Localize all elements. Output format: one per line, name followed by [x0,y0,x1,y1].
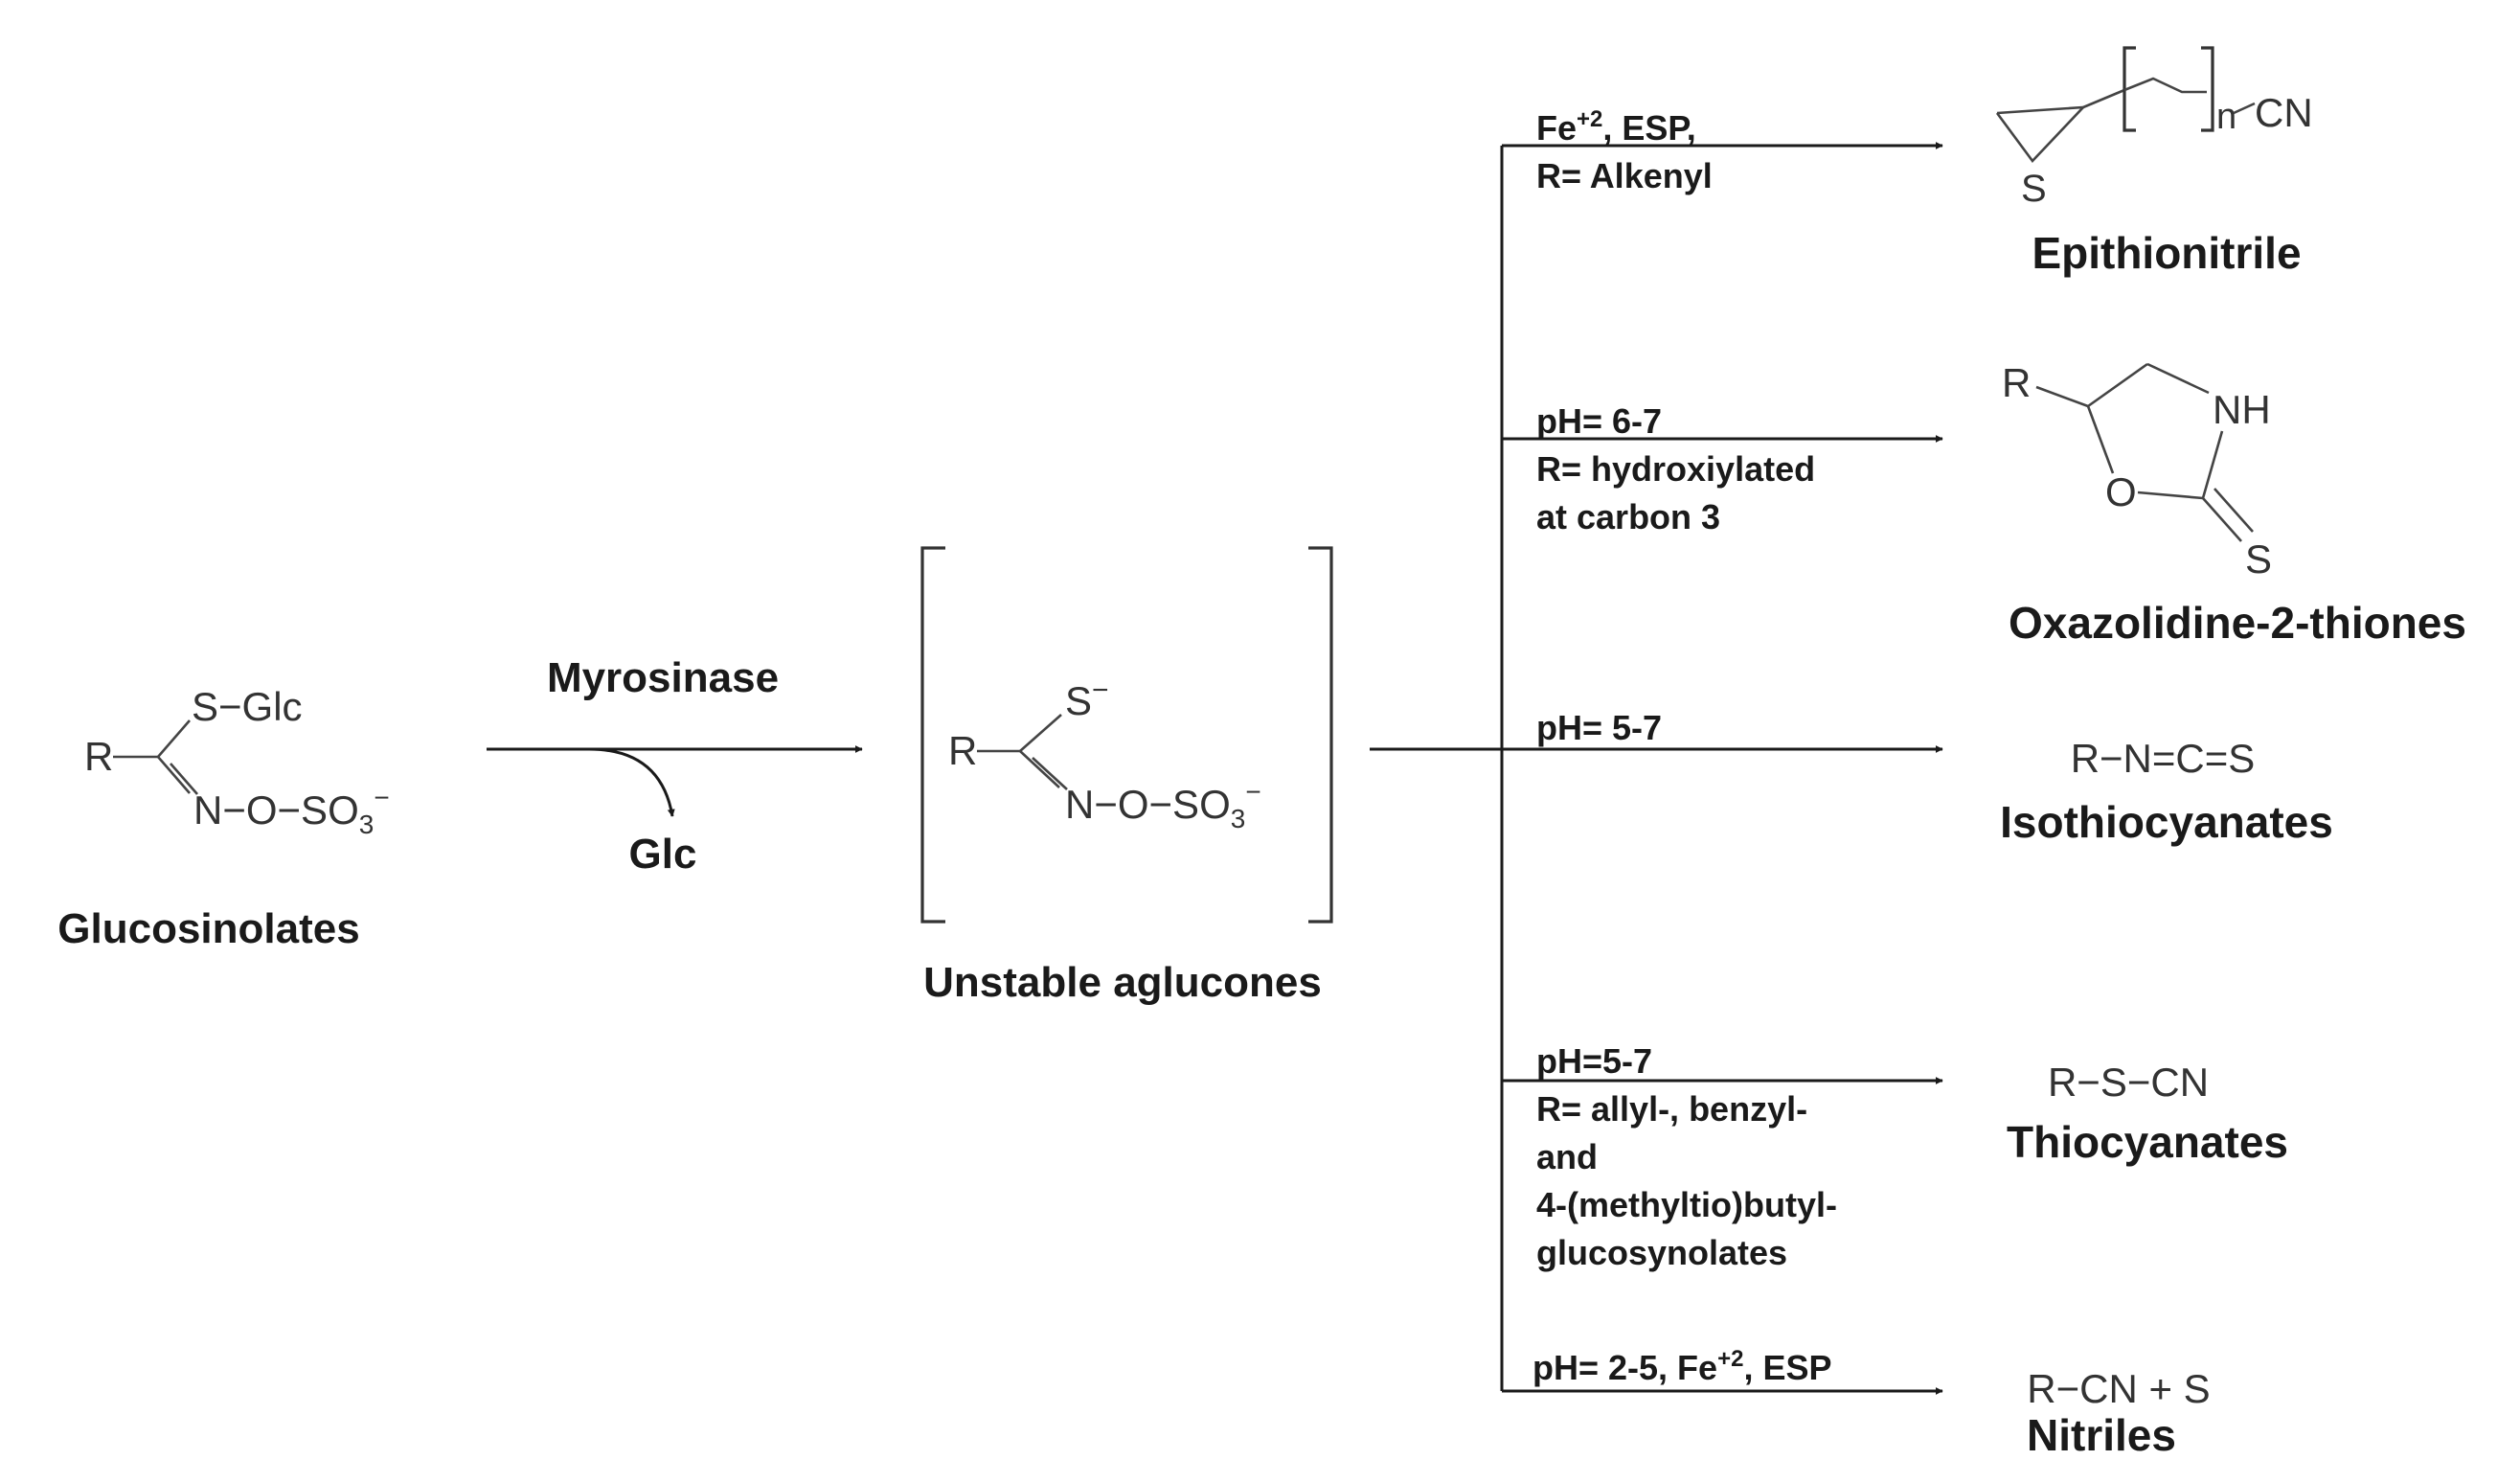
ring-bond [2086,405,2115,474]
conditions-oxazolidine: pH= 6-7 R= hydroxiylated at carbon 3 [1536,401,1815,536]
condition-line: pH= 2-5, Fe+2, ESP [1532,1346,1831,1387]
epithionitrile-structure: S n CN [1995,46,2313,210]
oxazolidine-structure: R NH O S [2002,360,2272,582]
condition-line: R= Alkenyl [1536,156,1713,195]
nitrile-group: CN [2255,90,2313,135]
glucosinolate-s-glc: S−Glc [192,684,303,729]
condition-line: Fe+2, ESP, [1536,106,1696,148]
left-bracket [920,546,945,924]
oxazolidine-o-atom: O [2105,469,2137,514]
thione-bond [2202,497,2242,542]
condition-line: pH= 6-7 [1536,401,1662,441]
product-label-epithionitrile: Epithionitrile [2032,228,2301,278]
condition-line: at carbon 3 [1536,497,1720,536]
aglucone-thiolate: S− [1065,674,1109,723]
right-bracket [1308,546,1333,924]
myrosinase-label: Myrosinase [547,654,779,701]
glucosinolate-r-atom: R [84,734,113,779]
glc-label: Glc [629,831,697,878]
bond [157,756,191,794]
bond [157,719,191,758]
bond [2233,102,2256,115]
conditions-thiocyanates: pH=5-7 R= allyl-, benzyl- and 4-(methylt… [1536,1041,1837,1272]
bond [2082,88,2125,109]
thione-bond [2214,488,2254,533]
product-label-thiocyanates: Thiocyanates [2007,1117,2288,1167]
product-label-oxazolidine: Oxazolidine-2-thiones [2009,598,2466,648]
ring-bond [2201,430,2224,499]
oxazolidine-s-atom: S [2245,536,2272,582]
bond [1019,714,1062,752]
oxazolidine-r-atom: R [2002,360,2031,405]
bond [170,763,198,795]
condition-line: 4-(methyltio)butyl- [1536,1185,1837,1224]
repeat-subscript: n [2216,97,2236,137]
conditions-isothiocyanates: pH= 5-7 [1536,708,1662,747]
isothiocyanate-formula: R−N=C=S [2071,736,2256,781]
repeat-chain [2123,77,2207,94]
conditions-nitriles: pH= 2-5, Fe+2, ESP [1532,1346,1831,1387]
thiirane-ring [1995,105,2087,164]
repeat-bracket-right [2201,46,2214,132]
bond [1032,757,1068,790]
product-label-nitriles: Nitriles [2027,1410,2176,1460]
condition-line: glucosynolates [1536,1233,1787,1272]
glucosinolate-sulfate: N−O−SO3− [193,783,390,839]
condition-line: R= allyl-, benzyl- [1536,1089,1807,1129]
aglucone-r-atom: R [948,728,977,773]
condition-line: and [1536,1137,1598,1176]
glc-release-arrow [588,747,675,817]
aglucone-structure: R S− N−O−SO3− [948,674,1261,833]
product-label-isothiocyanates: Isothiocyanates [2000,797,2333,847]
glucosinolates-label: Glucosinolates [57,905,359,952]
ring-bond [2137,491,2204,500]
ring-bond [2146,362,2210,395]
conditions-epithionitrile: Fe+2, ESP, R= Alkenyl [1536,106,1713,195]
bond [2035,385,2089,408]
oxazolidine-nh: NH [2213,387,2271,432]
condition-line: R= hydroxiylated [1536,449,1815,489]
glucosinolate-structure: R S−Glc N−O−SO3− [84,684,390,839]
aglucone-sulfate: N−O−SO3− [1065,777,1261,833]
thiocyanate-formula: R−S−CN [2048,1060,2209,1105]
condition-line: pH=5-7 [1536,1041,1652,1081]
nitrile-formula: R−CN + S [2027,1366,2210,1411]
bond [1019,750,1060,788]
ring-bond [2087,362,2148,408]
aglucones-label: Unstable aglucones [923,959,1322,1006]
thiirane-s-atom: S [2021,168,2047,210]
condition-line: pH= 5-7 [1536,708,1662,747]
